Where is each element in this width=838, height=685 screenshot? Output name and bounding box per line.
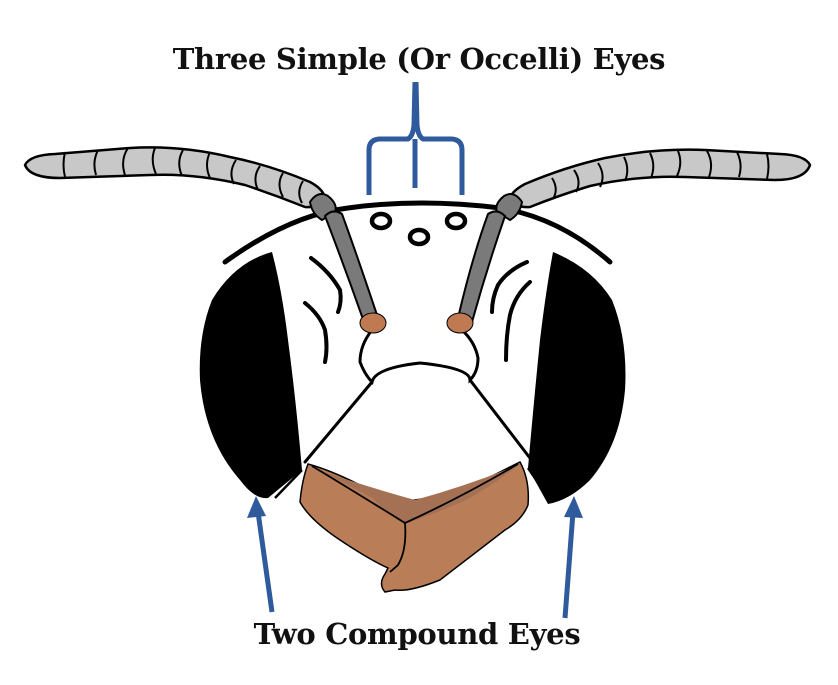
facial-groove-left-2 [303,301,329,364]
mandible-lines [311,463,519,573]
compound-eye-right [528,252,626,504]
ocellus-left [369,211,393,231]
cheek-line-left [274,467,552,501]
antenna-left [23,146,380,324]
antenna-right [456,148,812,324]
simple-eyes-label: Three Simple (Or Occelli) Eyes [172,42,666,76]
facial-groove-right-1 [490,260,529,314]
ocelli-bracket [366,81,465,195]
compound-eye-left [199,252,302,499]
compound-eye-arrow-right [562,496,583,619]
ocellus-center [407,227,431,247]
compound-eyes-label: Two Compound Eyes [253,617,581,651]
facial-groove-left-1 [309,256,343,314]
clypeus-outline [358,328,480,386]
facial-groove-right-2 [504,280,532,362]
face-triangle [303,378,535,464]
ocelli [369,211,468,247]
ocellus-right [444,211,468,231]
head-top-outline [222,200,613,265]
antenna-socket-left [359,312,387,334]
antenna-socket-right [446,312,474,334]
mandible-shade [308,464,520,524]
compound-eye-arrow-left [247,496,275,613]
